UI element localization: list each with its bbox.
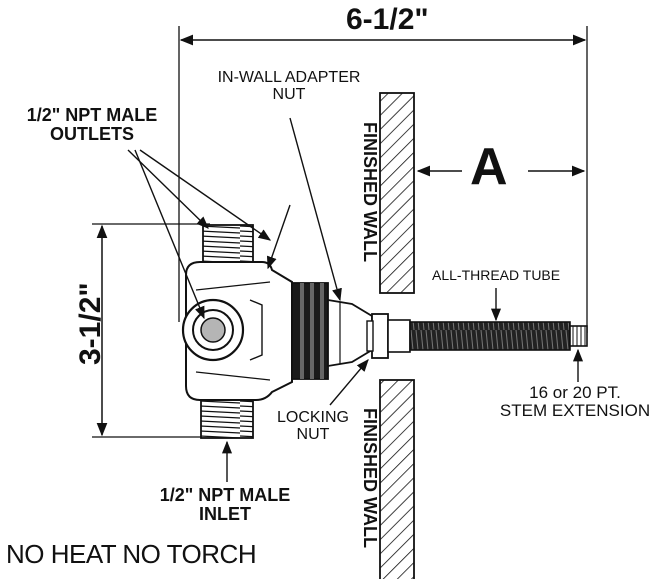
inlet-label: 1/2" NPT MALE INLET xyxy=(130,486,320,524)
finished-wall-top xyxy=(379,92,415,294)
warning-label: NO HEAT NO TORCH xyxy=(6,539,257,569)
locking-nut-label: LOCKING NUT xyxy=(258,409,368,444)
threaded-collar xyxy=(291,282,329,380)
bottom-inlet-fitting xyxy=(200,397,254,439)
width-dimension-label: 6-1/2" xyxy=(346,3,429,36)
in-wall-adapter-nut xyxy=(327,298,373,368)
stem-extension-label: 16 or 20 PT. STEM EXTENSION xyxy=(490,384,660,420)
stem-extension-line2: STEM EXTENSION xyxy=(499,400,651,420)
outlets-label: 1/2" NPT MALE OUTLETS xyxy=(2,106,182,144)
finished-wall-bottom xyxy=(379,379,415,581)
stem-extension-line1: 16 or 20 PT. xyxy=(529,383,621,402)
stem-extension xyxy=(569,325,588,347)
in-wall-adapter-line1: IN-WALL ADAPTER xyxy=(217,69,361,86)
in-wall-adapter-line2: NUT xyxy=(272,85,306,103)
top-outlet-fitting xyxy=(202,224,254,268)
a-dimension-label: A xyxy=(470,138,508,196)
locking-nut-line2: NUT xyxy=(296,425,330,443)
outlets-label-line2: OUTLETS xyxy=(50,123,134,144)
inlet-label-line1: 1/2" NPT MALE xyxy=(159,485,291,505)
leader-lines xyxy=(127,117,584,482)
valve-body xyxy=(181,261,293,401)
finished-wall-top-label: FINISHED WALL xyxy=(360,122,380,262)
in-wall-adapter-label: IN-WALL ADAPTER NUT xyxy=(194,69,384,104)
outlets-label-line1: 1/2" NPT MALE xyxy=(26,105,158,125)
height-dimension-label: 3-1/2" xyxy=(74,282,107,365)
inlet-label-line2: INLET xyxy=(199,503,251,524)
all-thread-label: ALL-THREAD TUBE xyxy=(432,267,561,283)
all-thread-tube xyxy=(409,321,571,351)
locking-nut-line1: LOCKING xyxy=(276,409,349,426)
locking-nut xyxy=(366,313,411,359)
